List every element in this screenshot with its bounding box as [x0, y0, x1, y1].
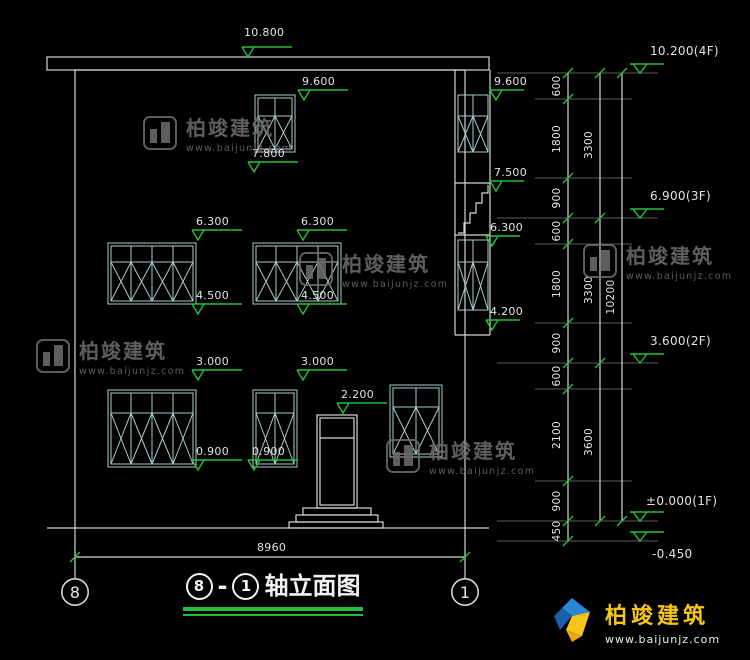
- dimension-label: 4.500: [301, 289, 334, 302]
- dimension-label: 6.300: [301, 215, 334, 228]
- window-bay-mid: [457, 239, 489, 311]
- watermark-building-icon: [35, 338, 71, 374]
- title-text: 轴立面图: [264, 572, 361, 600]
- level-markers: [191, 46, 524, 472]
- dimension-label: 600: [550, 75, 563, 97]
- watermark-title: 柏竣建筑: [342, 252, 430, 276]
- title-underline-thin: [183, 613, 363, 616]
- watermark-title: 柏竣建筑: [626, 244, 714, 268]
- floor-level-markers: [630, 63, 664, 543]
- axis-label-8: 8: [69, 582, 81, 602]
- dimension-label: ±0.000(1F): [646, 494, 718, 508]
- dimension-label: 10200: [604, 279, 617, 315]
- dimension-label: -0.450: [652, 547, 693, 561]
- watermark-url: www.baijunjz.com: [79, 366, 186, 377]
- dimension-label: 3.000: [301, 355, 334, 368]
- dimension-label: 10.200(4F): [650, 44, 719, 58]
- watermark: 柏竣建筑 www.baijunjz.com: [298, 248, 448, 290]
- logo-url: www.baijunjz.com: [605, 633, 721, 646]
- dimension-label: 6.900(3F): [650, 189, 711, 203]
- dimension-label: 3300: [582, 131, 595, 159]
- dimension-label: 3600: [582, 428, 595, 456]
- dimension-label: 4.200: [490, 305, 523, 318]
- dimension-label: 3.600(2F): [650, 334, 711, 348]
- stair-bay: [454, 70, 491, 336]
- dimension-label: 600: [550, 365, 563, 387]
- watermark-title: 柏竣建筑: [186, 116, 274, 140]
- axis-bubble-1: 1: [451, 578, 479, 606]
- drawing-title: 8 - 1 轴立面图: [183, 572, 363, 616]
- dimension-label: 0.900: [196, 445, 229, 458]
- axis-label-1: 1: [459, 582, 471, 602]
- dimension-label: 1800: [550, 270, 563, 298]
- watermark-title: 柏竣建筑: [429, 439, 517, 463]
- logo-bird-icon: [548, 596, 596, 648]
- dimension-label: 4.500: [196, 289, 229, 302]
- watermark: 柏竣建筑 www.baijunjz.com: [142, 112, 292, 154]
- window-bay-top: [457, 94, 489, 153]
- dimension-label: 900: [550, 187, 563, 209]
- dimension-label: 1800: [550, 125, 563, 153]
- logo-title: 柏竣建筑: [605, 604, 710, 629]
- dimension-label: 2.200: [341, 388, 374, 401]
- dimension-label: 7.800: [252, 147, 285, 160]
- window-ground-right: [389, 384, 443, 458]
- dimension-label: 6.300: [490, 221, 523, 234]
- watermark-building-icon: [142, 115, 178, 151]
- dimension-label: 8960: [257, 541, 287, 554]
- title-axis-left: 8: [185, 572, 213, 600]
- dimension-label: 900: [550, 332, 563, 354]
- dimension-label: 7.500: [494, 166, 527, 179]
- dimension-label: 6.300: [196, 215, 229, 228]
- window-ground-left: [107, 389, 197, 468]
- dimension-label: 600: [550, 220, 563, 242]
- title-dash: -: [217, 572, 228, 600]
- dimension-label: 9.600: [302, 75, 335, 88]
- watermark-title: 柏竣建筑: [79, 339, 167, 363]
- axis-bubble-8: 8: [61, 578, 89, 606]
- watermark: 柏竣建筑 www.baijunjz.com: [582, 240, 732, 282]
- dimension-label: 3.000: [196, 355, 229, 368]
- dimension-label: 9.600: [494, 75, 527, 88]
- entrance-steps: [288, 507, 384, 529]
- watermark-building-icon: [385, 438, 421, 474]
- staircase: [458, 185, 489, 234]
- title-underline-thick: [183, 606, 363, 611]
- watermark: 柏竣建筑 www.baijunjz.com: [385, 435, 535, 477]
- dimension-label: 2100: [550, 421, 563, 449]
- watermark-url: www.baijunjz.com: [342, 279, 449, 290]
- watermark-url: www.baijunjz.com: [429, 466, 536, 477]
- window-top-center: [254, 94, 296, 153]
- dimension-chain: [562, 67, 628, 547]
- watermark: 柏竣建筑 www.baijunjz.com: [35, 335, 185, 377]
- watermark-url: www.baijunjz.com: [186, 143, 293, 154]
- window-ground-center: [252, 389, 298, 468]
- bottom-dimension: [69, 528, 471, 578]
- dimension-label: 900: [550, 490, 563, 512]
- dimension-label: 10.800: [244, 26, 285, 39]
- building-outline: [47, 69, 489, 529]
- watermark-building-icon: [298, 251, 334, 287]
- dimension-label: 450: [550, 520, 563, 542]
- watermark-building-icon: [582, 243, 618, 279]
- dimension-label: 0.900: [252, 445, 285, 458]
- level-lines: [497, 72, 658, 542]
- watermark-url: www.baijunjz.com: [626, 271, 733, 282]
- title-axis-right: 1: [232, 572, 260, 600]
- brand-logo: 柏竣建筑 www.baijunjz.com: [548, 596, 720, 648]
- window-mid-left: [107, 242, 197, 305]
